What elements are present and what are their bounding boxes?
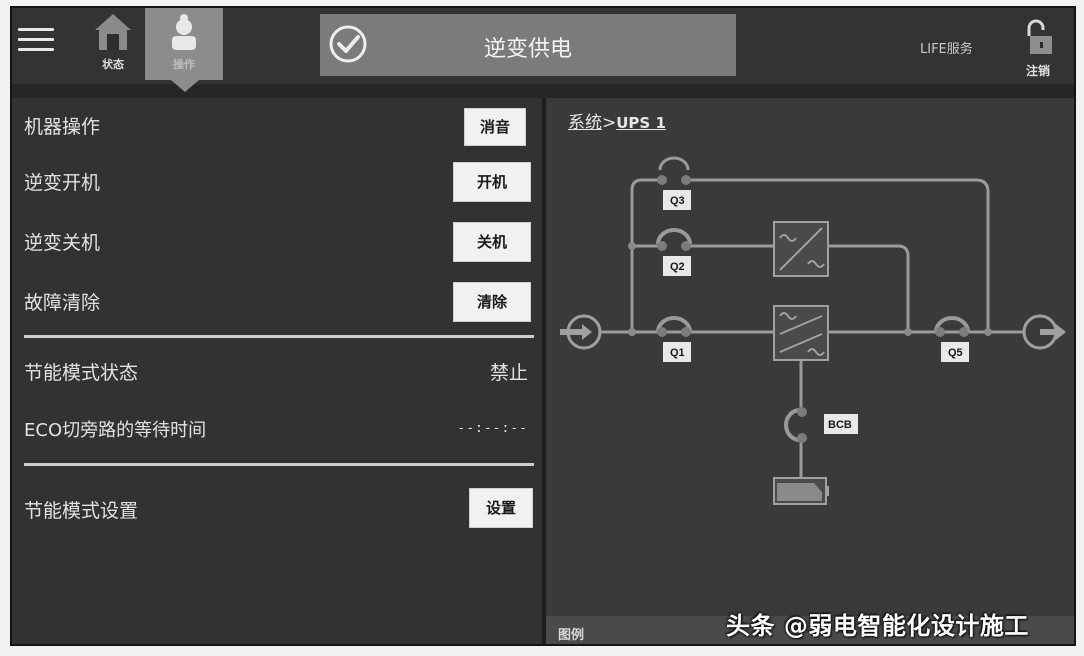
watermark: 头条 @弱电智能化设计施工	[726, 612, 1029, 640]
status-banner-text: 逆变供电	[483, 37, 572, 62]
breaker-q5-icon	[934, 316, 970, 337]
header-shadow	[12, 84, 1074, 98]
tab-operation-label: 操作	[173, 58, 195, 71]
ups-screen: 状态 操作 逆变供电 LIFE服务 注销	[10, 6, 1076, 646]
rectifier-inverter-icon	[773, 305, 829, 361]
unlock-icon	[1027, 19, 1052, 54]
machine-operation-panel: 机器操作 消音 逆变开机 开机 逆变关机 关机 故障清除 清除 节能模式状态 禁…	[12, 98, 542, 644]
active-tab-pointer	[171, 80, 199, 92]
breadcrumb-system[interactable]: 系统	[568, 113, 602, 133]
life-service-link[interactable]: LIFE服务	[920, 42, 973, 57]
svg-text:BCB: BCB	[828, 419, 852, 431]
svg-text:Q3: Q3	[670, 195, 685, 207]
divider	[24, 335, 534, 338]
tab-status-label: 状态	[102, 58, 124, 71]
logout-label: 注销	[1025, 64, 1050, 78]
inverter-on-button[interactable]: 开机	[453, 162, 531, 202]
output-arrow-icon	[1022, 314, 1066, 350]
breadcrumb: 系统>UPS 1	[568, 108, 666, 133]
eco-status-label: 节能模式状态	[24, 362, 139, 384]
bypass-converter-icon	[773, 221, 829, 277]
divider	[24, 463, 534, 466]
tab-status[interactable]: 状态	[74, 8, 152, 80]
svg-text:Q1: Q1	[670, 347, 685, 359]
breaker-bcb-icon	[784, 407, 807, 443]
top-bar: 状态 操作 逆变供电 LIFE服务 注销	[12, 8, 1074, 84]
ups-diagram-panel: Q3 Q2 Q1 Q5 BCB	[546, 98, 1074, 644]
svg-text:Q2: Q2	[670, 261, 685, 273]
breaker-q3-icon	[657, 156, 691, 185]
user-icon	[172, 14, 196, 50]
breadcrumb-separator: >	[602, 113, 617, 133]
hamburger-icon-line	[18, 38, 54, 41]
inverter-on-label: 逆变开机	[24, 172, 101, 194]
ups-single-line-diagram: Q3 Q2 Q1 Q5 BCB	[560, 156, 1066, 505]
battery-icon	[773, 477, 829, 505]
status-banner: 逆变供电	[320, 14, 736, 76]
tab-operation[interactable]: 操作	[145, 8, 223, 80]
svg-text:Q5: Q5	[948, 347, 963, 359]
input-arrow-icon	[560, 314, 602, 350]
eco-setting-label: 节能模式设置	[24, 500, 139, 522]
legend-button[interactable]: 图例	[558, 628, 585, 643]
panel-divider	[542, 98, 546, 644]
eco-status-value: 禁止	[489, 362, 528, 384]
fault-clear-button[interactable]: 清除	[453, 282, 531, 322]
legend-bar: 图例	[546, 616, 1074, 644]
eco-wait-time-value: --:--:--	[457, 421, 528, 436]
fault-clear-label: 故障清除	[24, 292, 101, 314]
eco-wait-time-label: ECO切旁路的等待时间	[24, 420, 207, 441]
breaker-q1-icon	[656, 316, 692, 337]
home-icon	[95, 14, 131, 50]
inverter-off-label: 逆变关机	[24, 232, 101, 254]
mute-button[interactable]: 消音	[464, 108, 526, 146]
eco-setting-button[interactable]: 设置	[469, 488, 533, 528]
hamburger-icon	[18, 28, 54, 31]
inverter-off-button[interactable]: 关机	[453, 222, 531, 262]
check-circle-icon	[329, 25, 367, 63]
breadcrumb-ups1[interactable]: UPS 1	[616, 114, 666, 132]
hamburger-menu-button[interactable]	[18, 28, 54, 58]
panel-title: 机器操作	[24, 116, 101, 138]
breaker-q2-icon	[656, 228, 692, 251]
logout-button[interactable]: 注销	[1014, 14, 1062, 80]
hamburger-icon-line	[18, 48, 54, 51]
